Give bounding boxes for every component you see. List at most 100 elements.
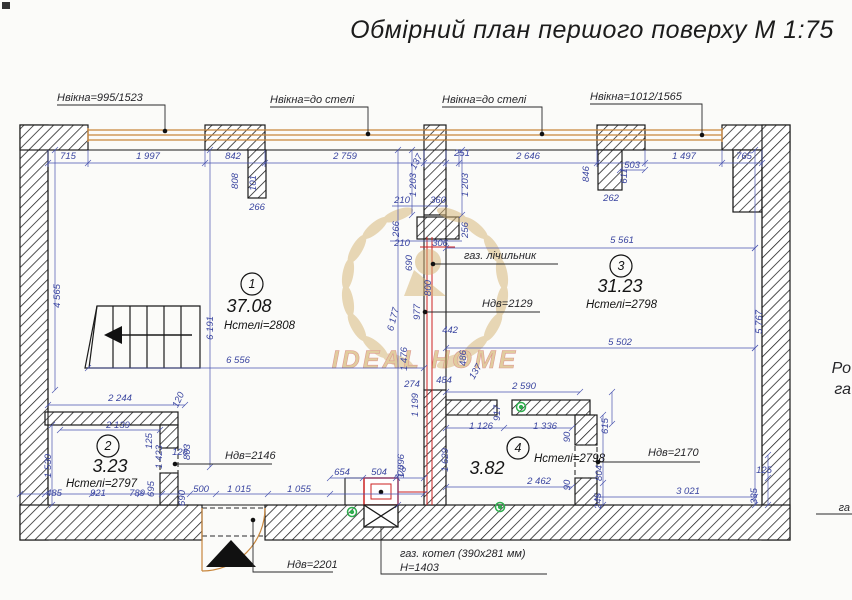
gas-pipe bbox=[398, 237, 455, 505]
annotation-label: Ндв=2146 bbox=[225, 450, 277, 462]
wall-central-upper bbox=[423, 124, 447, 216]
gas-symbol-icon bbox=[494, 501, 506, 513]
dimension-label: 1 126 bbox=[469, 421, 493, 432]
gas-symbols bbox=[346, 401, 527, 518]
dimension-label: 262 bbox=[602, 193, 620, 204]
wall-room2-right-upper bbox=[159, 424, 179, 449]
annotation-label: Нвікна=1012/1565 bbox=[590, 91, 683, 103]
room-1-label: 1 37.08 Нстелі=2808 bbox=[224, 272, 296, 332]
room-3-number-circle bbox=[609, 254, 633, 278]
room-1-number: 1 bbox=[249, 277, 256, 291]
dimension-label: 2 462 bbox=[526, 476, 551, 487]
door-room2 bbox=[159, 447, 179, 474]
leader-dots bbox=[162, 128, 705, 523]
annotation-label: Нвікна=995/1523 bbox=[57, 92, 144, 104]
dimension-label: 266 bbox=[248, 202, 266, 213]
windows bbox=[87, 128, 723, 142]
dimension-label: 842 bbox=[225, 151, 242, 162]
leader-boiler bbox=[380, 527, 547, 575]
leader-window-2 bbox=[270, 106, 369, 134]
dimension-label: 90 bbox=[562, 479, 573, 490]
dimension-label: 256 bbox=[460, 221, 471, 239]
room-4-label: 4 3.82 Нстелі=2798 bbox=[469, 436, 606, 478]
dimension-label: 803 bbox=[182, 443, 193, 460]
wall-inner-faces bbox=[47, 149, 763, 506]
dimension-label: 846 bbox=[581, 165, 592, 182]
wall-top-segment bbox=[596, 124, 646, 151]
leader-window-4 bbox=[590, 103, 703, 135]
annotation-label: га bbox=[839, 502, 850, 514]
entrance-door-swing-arc bbox=[201, 507, 266, 572]
dimension-label: 765 bbox=[736, 151, 753, 162]
dimension-label: 1 096 bbox=[396, 453, 407, 477]
dimension-label: 486 bbox=[458, 349, 469, 366]
annotation-label: газ. котел (390x281 мм) bbox=[400, 548, 526, 560]
dimension-label: 2 646 bbox=[515, 151, 540, 162]
dimension-label: 251 bbox=[453, 148, 470, 159]
wall-room2-right-lower bbox=[159, 472, 179, 506]
dimension-label: 5 767 bbox=[754, 309, 765, 333]
dimension-label: 125 bbox=[144, 432, 155, 449]
gas-system bbox=[346, 237, 527, 528]
room-2-number-circle bbox=[96, 434, 120, 458]
watermark-wreath-icon bbox=[341, 207, 509, 369]
gas-meter-block bbox=[416, 216, 460, 240]
gas-boiler-point bbox=[378, 489, 384, 495]
dimension-label: 1 997 bbox=[136, 151, 160, 162]
room-4-area: 3.82 bbox=[469, 458, 504, 478]
gas-symbol-icon bbox=[515, 401, 527, 413]
dimension-label: 2 244 bbox=[107, 393, 132, 404]
dimension-label: 921 bbox=[90, 488, 106, 499]
wall-room4-right-upper bbox=[574, 414, 598, 446]
door-room4 bbox=[574, 444, 598, 479]
dimension-label: 690 bbox=[177, 489, 188, 506]
dimension-label: 306 bbox=[432, 238, 449, 249]
dimension-label: 5 502 bbox=[608, 337, 632, 348]
watermark: IDEAL HOME bbox=[331, 207, 516, 374]
doors bbox=[159, 444, 598, 572]
gas-boiler-inner bbox=[370, 483, 392, 500]
dimension-label: 1 336 bbox=[533, 421, 557, 432]
dimension-label: 1 629 bbox=[440, 447, 451, 471]
door-entrance-opening bbox=[202, 507, 265, 537]
room-2-ceiling-height: Нстелі=2797 bbox=[66, 478, 138, 490]
dimension-label: 3 021 bbox=[676, 486, 700, 497]
dimension-label: 2 590 bbox=[511, 381, 536, 392]
boiler-vent bbox=[363, 504, 399, 528]
wall-column bbox=[597, 149, 623, 191]
dimension-label: 360 bbox=[430, 195, 447, 206]
annotation-label: Ро bbox=[832, 360, 851, 377]
gas-symbol-icon bbox=[346, 506, 358, 518]
annotation-label: Н=1403 bbox=[400, 562, 440, 574]
dimension-label: 485 bbox=[46, 488, 63, 499]
room-3-area: 31.23 bbox=[597, 276, 642, 296]
wall-room2-top bbox=[44, 411, 179, 426]
annotation-label: газ. лічильник bbox=[464, 250, 537, 262]
dimension-label: 1 530 bbox=[43, 453, 54, 477]
dimension-label: 654 bbox=[334, 467, 350, 478]
room-4-number-circle bbox=[506, 436, 530, 460]
dimension-label: 5 561 bbox=[610, 235, 634, 246]
dimension-label: 690 bbox=[404, 254, 415, 271]
dimension-label: 90 bbox=[562, 431, 573, 442]
stairs-direction-arrow-icon bbox=[104, 326, 122, 344]
wall-bottom-segment bbox=[264, 504, 791, 541]
annotation-label: га bbox=[834, 381, 851, 398]
dimension-label: 210 bbox=[393, 195, 411, 206]
dimension-label: 500 bbox=[193, 484, 210, 495]
dimension-label: 1 203 bbox=[408, 172, 419, 196]
dimension-label: 335 bbox=[749, 487, 760, 504]
dimension-label: 101 bbox=[248, 175, 259, 191]
annotation-label: Ндв=2129 bbox=[482, 298, 533, 310]
dimension-label: 1 055 bbox=[287, 484, 311, 495]
dimension-label: 611 bbox=[619, 168, 630, 183]
dimension-label: 266 bbox=[391, 220, 402, 238]
dimension-label: 6 556 bbox=[226, 355, 250, 366]
dimension-label: 1 497 bbox=[672, 151, 696, 162]
dimension-label: 615 bbox=[600, 417, 611, 434]
dimension-label: 789 bbox=[129, 488, 146, 499]
window-band bbox=[87, 128, 723, 142]
annotation-label: Ндв=2170 bbox=[648, 447, 700, 459]
dimension-label: 125 bbox=[756, 465, 773, 476]
